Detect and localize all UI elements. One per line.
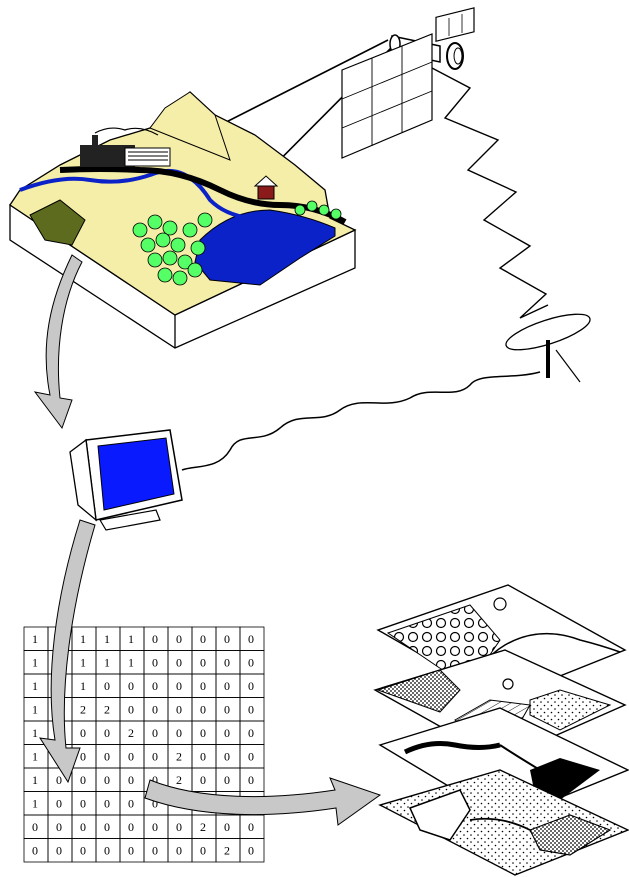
raster-cell-value: 0: [128, 703, 134, 717]
raster-cell-value: 0: [152, 656, 158, 670]
raster-cell-value: 0: [224, 820, 230, 834]
raster-cell-value: 2: [176, 773, 182, 787]
raster-cell-value: 0: [128, 773, 134, 787]
computer-monitor: [70, 430, 182, 530]
raster-cell-value: 0: [224, 632, 230, 646]
raster-cell-value: 0: [248, 679, 254, 693]
raster-cell-value: 1: [80, 656, 86, 670]
raster-cell-value: 0: [176, 656, 182, 670]
raster-cell-value: 0: [104, 750, 110, 764]
raster-cell-value: 1: [80, 679, 86, 693]
raster-cell-value: 0: [80, 750, 86, 764]
raster-cell-value: 0: [248, 726, 254, 740]
raster-cell-value: 0: [176, 703, 182, 717]
raster-cell-value: 0: [152, 679, 158, 693]
raster-cell-value: 0: [128, 679, 134, 693]
raster-cell-value: 2: [200, 820, 206, 834]
map-layers: [375, 585, 628, 875]
raster-cell-value: 0: [104, 726, 110, 740]
raster-cell-value: 0: [224, 773, 230, 787]
raster-cell-value: 0: [176, 726, 182, 740]
raster-cell-value: 0: [104, 679, 110, 693]
ground-station-dish: [502, 307, 593, 382]
raster-cell-value: 0: [128, 750, 134, 764]
downlink-signal: [432, 68, 548, 318]
raster-cell-value: 0: [248, 656, 254, 670]
solar-panel-upper: [436, 8, 474, 41]
raster-cell-value: 1: [32, 703, 38, 717]
raster-cell-value: 0: [104, 844, 110, 858]
raster-cell-value: 0: [248, 632, 254, 646]
raster-cell-value: 1: [104, 632, 110, 646]
raster-cell-value: 2: [104, 703, 110, 717]
raster-cell-value: 1: [32, 632, 38, 646]
raster-cell-value: 0: [32, 820, 38, 834]
raster-cell-value: 0: [104, 797, 110, 811]
raster-cell-value: 0: [200, 632, 206, 646]
raster-cell-value: 0: [224, 750, 230, 764]
raster-cell-value: 0: [56, 797, 62, 811]
raster-cell-value: 0: [248, 703, 254, 717]
raster-cell-value: 0: [56, 773, 62, 787]
raster-cell-value: 0: [224, 726, 230, 740]
raster-cell-value: 0: [32, 844, 38, 858]
raster-cell-value: 0: [152, 750, 158, 764]
raster-cell-value: 2: [176, 750, 182, 764]
raster-cell-value: 0: [200, 844, 206, 858]
raster-cell-value: 1: [80, 632, 86, 646]
raster-cell-value: 1: [32, 726, 38, 740]
raster-cell-value: 0: [248, 773, 254, 787]
raster-cell-value: 0: [152, 632, 158, 646]
raster-cell-value: 0: [248, 750, 254, 764]
raster-cell-value: 0: [56, 820, 62, 834]
raster-cell-value: 0: [80, 844, 86, 858]
raster-cell-value: 0: [128, 820, 134, 834]
raster-cell-value: 0: [176, 844, 182, 858]
raster-cell-value: 0: [152, 820, 158, 834]
raster-cell-value: 1: [128, 632, 134, 646]
raster-cell-value: 1: [128, 656, 134, 670]
raster-cell-value: 0: [224, 679, 230, 693]
raster-cell-value: 0: [200, 726, 206, 740]
raster-cell-value: 2: [80, 703, 86, 717]
raster-cell-value: 2: [224, 844, 230, 858]
raster-cell-value: 0: [128, 844, 134, 858]
raster-cell-value: 0: [248, 820, 254, 834]
raster-cell-value: 0: [200, 773, 206, 787]
data-cable: [182, 372, 540, 470]
raster-cell-value: 0: [80, 726, 86, 740]
raster-cell-value: 0: [104, 773, 110, 787]
raster-cell-value: 0: [176, 632, 182, 646]
raster-cell-value: 0: [104, 820, 110, 834]
raster-cell-value: 0: [80, 820, 86, 834]
raster-cell-value: 0: [56, 844, 62, 858]
raster-cell-value: 1: [32, 679, 38, 693]
raster-cell-value: 0: [224, 703, 230, 717]
raster-cell-value: 1: [104, 656, 110, 670]
solar-panel-lower: [342, 34, 432, 158]
raster-cell-value: 2: [128, 726, 134, 740]
raster-cell-value: 0: [80, 797, 86, 811]
factory: [80, 128, 170, 167]
raster-cell-value: 0: [152, 703, 158, 717]
raster-cell-value: 0: [80, 773, 86, 787]
raster-cell-value: 0: [152, 844, 158, 858]
raster-cell-value: 0: [224, 656, 230, 670]
raster-cell-value: 0: [200, 750, 206, 764]
raster-cell-value: 1: [32, 797, 38, 811]
raster-cell-value: 1: [32, 656, 38, 670]
raster-cell-value: 0: [176, 820, 182, 834]
raster-cell-value: 0: [200, 656, 206, 670]
raster-cell-value: 0: [248, 844, 254, 858]
raster-cell-value: 0: [128, 797, 134, 811]
raster-cell-value: 0: [176, 679, 182, 693]
raster-cell-value: 0: [152, 726, 158, 740]
raster-cell-value: 0: [200, 703, 206, 717]
raster-cell-value: 0: [200, 679, 206, 693]
raster-cell-value: 1: [32, 750, 38, 764]
raster-cell-value: 1: [32, 773, 38, 787]
